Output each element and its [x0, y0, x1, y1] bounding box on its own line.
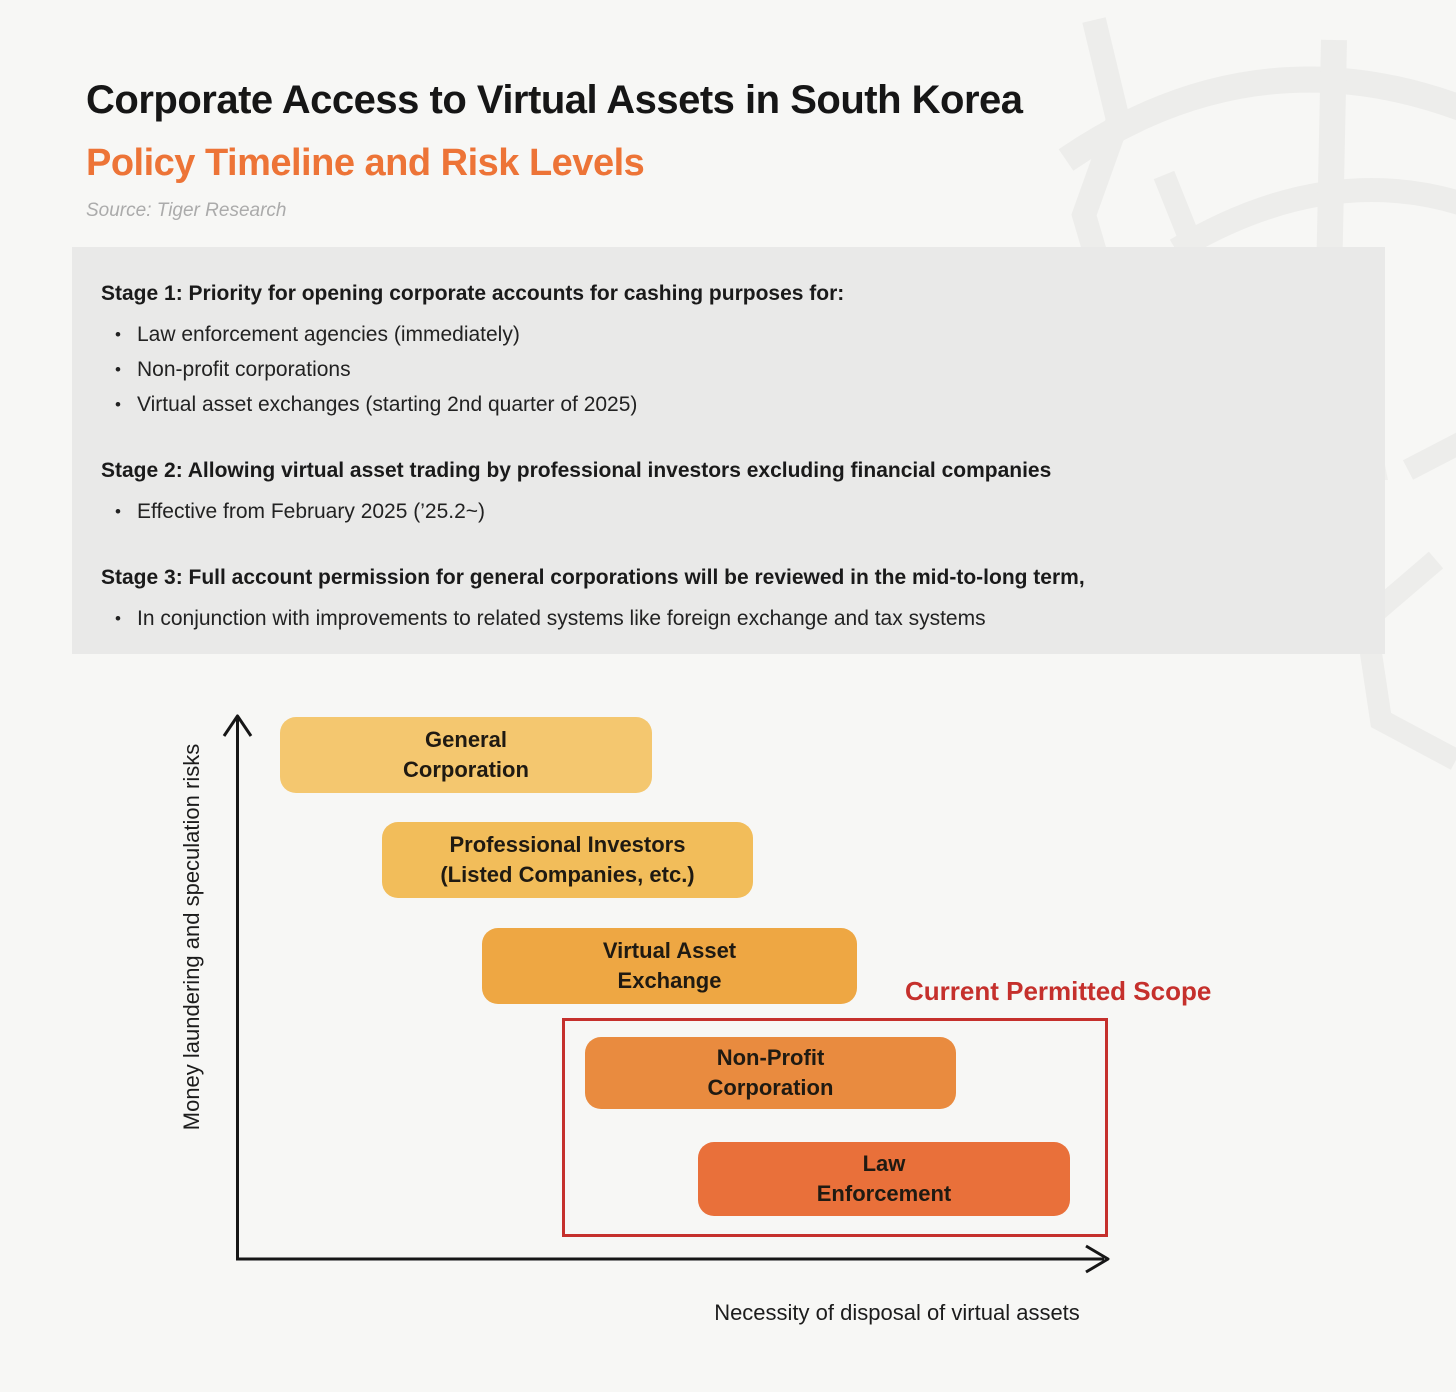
box-label-line: Non-Profit: [716, 1045, 825, 1070]
policy-stages-panel: Stage 1: Priority for opening corporate …: [72, 247, 1385, 654]
y-axis-label: Money laundering and speculation risks: [179, 743, 204, 1131]
box-label-line: Exchange: [617, 968, 722, 993]
box-general-corporation: General Corporation: [280, 717, 652, 793]
stage-1-bullets: Law enforcement agencies (immediately) N…: [101, 317, 1345, 422]
box-label-line: (Listed Companies, etc.): [440, 862, 695, 887]
current-permitted-scope-outline: [562, 1018, 1108, 1237]
stage-1-block: Stage 1: Priority for opening corporate …: [101, 281, 1345, 422]
box-label-line: Enforcement: [816, 1181, 952, 1206]
bullet-item: In conjunction with improvements to rela…: [101, 601, 1345, 636]
page-subtitle: Policy Timeline and Risk Levels: [86, 142, 645, 184]
stage-2-block: Stage 2: Allowing virtual asset trading …: [101, 458, 1345, 529]
stage-3-block: Stage 3: Full account permission for gen…: [101, 565, 1345, 636]
page-title: Corporate Access to Virtual Assets in So…: [86, 78, 1023, 122]
header: Corporate Access to Virtual Assets in So…: [86, 76, 1023, 222]
x-axis-arrowhead-icon: [1085, 1244, 1110, 1274]
box-virtual-asset-exchange: Virtual Asset Exchange: [482, 928, 857, 1004]
box-label-line: Corporation: [707, 1075, 834, 1100]
stage-3-heading: Stage 3: Full account permission for gen…: [101, 566, 1085, 589]
stage-3-bullets: In conjunction with improvements to rela…: [101, 601, 1345, 636]
box-label-line: Professional Investors: [449, 832, 686, 857]
stage-1-heading: Stage 1: Priority for opening corporate …: [101, 282, 845, 305]
box-professional-investors: Professional Investors (Listed Companies…: [382, 822, 753, 898]
box-label-line: Corporation: [403, 757, 529, 782]
source-credit: Source: Tiger Research: [86, 200, 287, 221]
box-label-line: General: [425, 727, 507, 752]
box-law-enforcement: Law Enforcement: [698, 1142, 1070, 1216]
box-non-profit-corporation: Non-Profit Corporation: [585, 1037, 956, 1109]
box-label-line: Law: [862, 1151, 906, 1176]
y-axis-arrowhead-icon: [222, 714, 253, 737]
bullet-item: Non-profit corporations: [101, 352, 1345, 387]
x-axis-label: Necessity of disposal of virtual assets: [714, 1300, 1080, 1325]
bullet-item: Effective from February 2025 (’25.2~): [101, 494, 1345, 529]
stage-2-heading: Stage 2: Allowing virtual asset trading …: [101, 459, 1052, 482]
bullet-item: Law enforcement agencies (immediately): [101, 317, 1345, 352]
current-permitted-scope-label: Current Permitted Scope: [905, 976, 1212, 1006]
box-label-line: Virtual Asset: [602, 938, 737, 963]
stage-2-bullets: Effective from February 2025 (’25.2~): [101, 494, 1345, 529]
bullet-item: Virtual asset exchanges (starting 2nd qu…: [101, 387, 1345, 422]
